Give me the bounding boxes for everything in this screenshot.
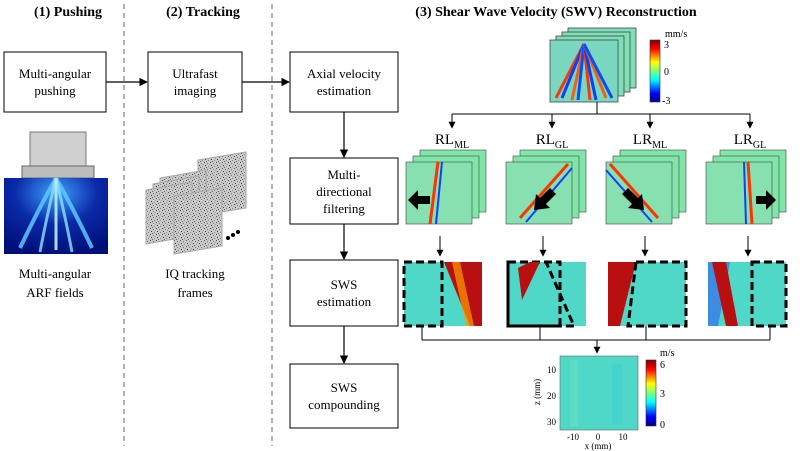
filter-label-sub: ML — [652, 140, 667, 151]
sws-colorbar-unit: m/s — [660, 348, 675, 359]
direction-arrow-icon — [534, 188, 556, 210]
split-tree — [448, 102, 754, 129]
box-multi-angular-pushing: Multi-angular pushing — [3, 51, 107, 113]
filter-label-lr-ml: LRML — [633, 132, 667, 151]
filter-label-base: LR — [633, 132, 652, 148]
axial-velocity-image-stack — [549, 27, 637, 103]
merge-tree — [421, 326, 771, 354]
filter-label-sub: ML — [454, 140, 469, 151]
sws-ytick: 30 — [547, 417, 557, 427]
sws-ytick: 20 — [547, 391, 557, 401]
transducer-icon — [29, 131, 87, 167]
sws-ytick: 10 — [547, 365, 557, 375]
sws-xlabel: x (mm) — [585, 441, 612, 451]
sws-colorbar-min: 0 — [660, 420, 665, 431]
section-title-pushing: (1) Pushing — [34, 5, 102, 20]
box-ultrafast-imaging: Ultrafast imaging — [147, 51, 243, 113]
box-sws-compounding: SWS compounding — [289, 363, 399, 429]
ellipsis-dot — [236, 230, 240, 234]
caption-iq-line: IQ tracking — [165, 266, 225, 281]
arf-field-image — [4, 131, 108, 254]
filter-label-lr-gl: LRGL — [734, 132, 767, 151]
box-label-line: pushing — [34, 83, 76, 98]
box-label-line: filtering — [323, 201, 365, 216]
direction-arrow-icon — [408, 190, 430, 210]
section-title-reconstruction: (3) Shear Wave Velocity (SWV) Reconstruc… — [415, 5, 697, 20]
box-sws-estimation: SWS estimation — [289, 259, 399, 327]
sws-colorbar-mid: 3 — [660, 389, 665, 400]
sws-colorbar: m/s 6 3 0 — [645, 348, 675, 431]
sws-xtick: -10 — [567, 432, 579, 442]
filtered-stack-lr-gl — [705, 149, 787, 225]
filter-label-base: RL — [536, 132, 555, 148]
velocity-colorbar: mm/s 3 0 -3 — [649, 29, 687, 107]
box-label-line: estimation — [317, 83, 372, 98]
sws-map-rl-gl — [506, 260, 586, 328]
filter-label-rl-gl: RLGL — [536, 132, 569, 151]
box-multi-directional-filtering: Multi- directional filtering — [289, 157, 399, 225]
filter-label-base: RL — [435, 132, 454, 148]
velocity-colorbar-min: -3 — [662, 96, 670, 107]
direction-arrow-icon — [622, 188, 644, 210]
velocity-colorbar-unit: mm/s — [665, 29, 687, 40]
filtered-stack-rl-gl — [505, 149, 587, 225]
direction-arrow-icon — [756, 190, 776, 210]
ellipsis-dot — [231, 233, 235, 237]
box-label-line: Axial velocity — [307, 66, 382, 81]
filter-label-sub: GL — [555, 140, 568, 151]
sws-map-lr-ml — [608, 260, 688, 328]
sws-xtick: 10 — [619, 432, 629, 442]
box-axial-velocity-estimation: Axial velocity estimation — [289, 51, 399, 113]
velocity-colorbar-mid: 0 — [664, 67, 669, 78]
filtered-stack-rl-ml — [405, 149, 487, 225]
box-label-line: compounding — [308, 397, 380, 412]
box-label-line: SWS — [331, 277, 358, 292]
compounded-sws-map: 10 20 30 z (mm) -10 0 10 x (mm) — [532, 355, 639, 451]
filtered-stack-lr-ml — [605, 149, 687, 225]
section-title-tracking: (2) Tracking — [166, 5, 240, 20]
box-label-line: directional — [316, 184, 372, 199]
caption-arf-line: ARF fields — [26, 285, 83, 300]
sws-colorbar-max: 6 — [660, 360, 665, 371]
filter-label-rl-ml: RLML — [435, 132, 469, 151]
box-label-line: Multi-angular — [19, 66, 92, 81]
box-label-line: Ultrafast — [172, 66, 218, 81]
filter-label-base: LR — [734, 132, 753, 148]
box-label-line: estimation — [317, 294, 372, 309]
sws-map-rl-ml — [402, 260, 482, 328]
velocity-colorbar-max: 3 — [664, 40, 669, 51]
caption-arf-line: Multi-angular — [19, 266, 92, 281]
sws-xtick: 0 — [596, 432, 601, 442]
caption-iq-line: frames — [177, 285, 212, 300]
box-label-line: imaging — [174, 83, 217, 98]
filter-label-sub: GL — [753, 140, 766, 151]
iq-frames-image — [145, 151, 247, 255]
box-label-line: Multi- — [327, 167, 360, 182]
sws-ylabel: z (mm) — [532, 379, 542, 405]
box-label-line: SWS — [331, 380, 358, 395]
ellipsis-dot — [226, 236, 230, 240]
sws-map-lr-gl — [708, 260, 788, 328]
